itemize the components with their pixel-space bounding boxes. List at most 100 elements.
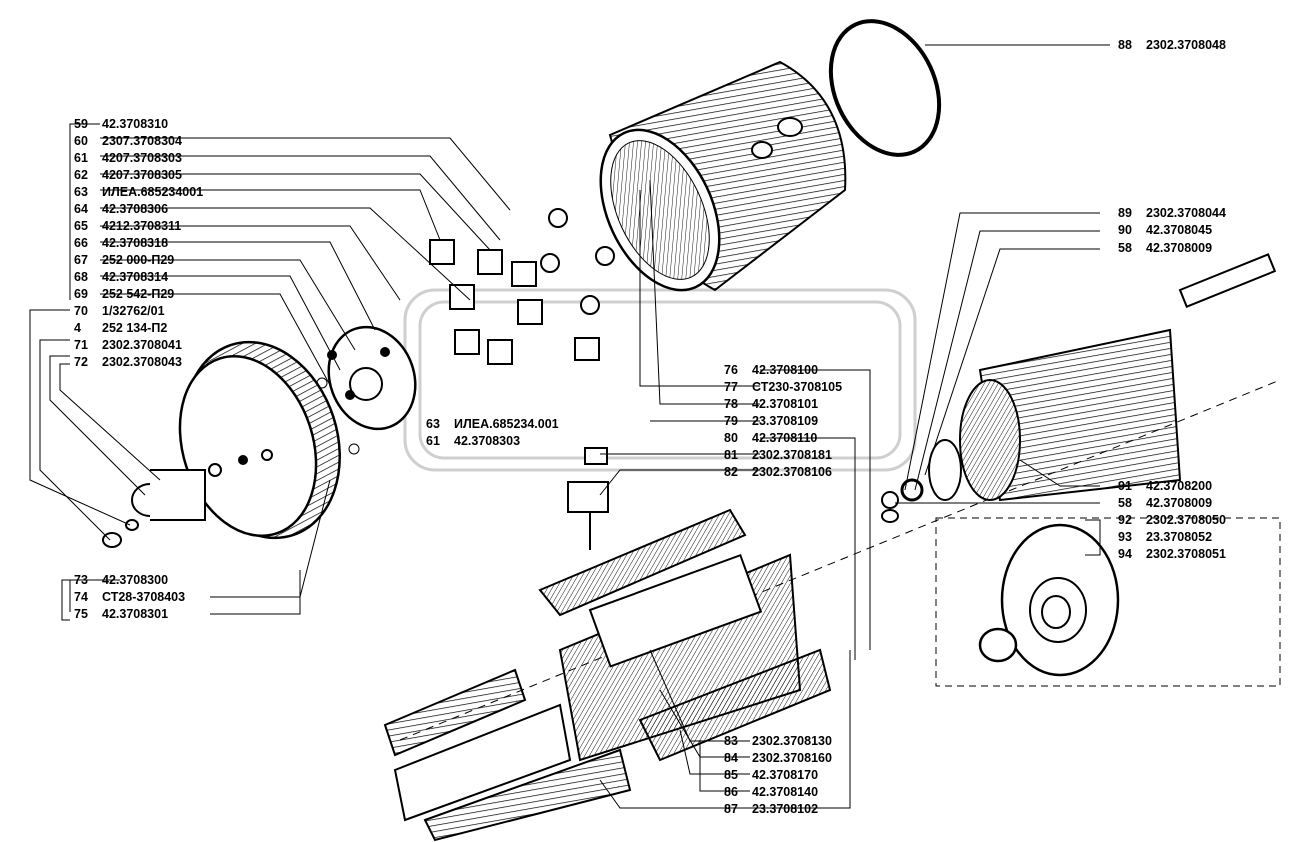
part-code: 2302.3708041 [102, 338, 182, 352]
part-code: 2302.3708050 [1146, 513, 1226, 527]
part-number: 69 [74, 287, 88, 301]
part-number: 61 [74, 151, 88, 165]
part-label: 76 42.3708100 [724, 363, 818, 377]
part-code: 42.3708100 [752, 363, 819, 377]
part-code: ИЛЕА.685234001 [102, 185, 204, 199]
part-label: 82 2302.3708106 [724, 465, 832, 479]
part-label: 58 42.3708009 [1118, 496, 1212, 510]
part-code: 2302.3708043 [102, 355, 182, 369]
part-code: 2302.3708044 [1146, 206, 1226, 220]
part-code: 252 000-П29 [102, 253, 175, 267]
part-number: 58 [1118, 241, 1132, 255]
part-number: 86 [724, 785, 738, 799]
end-cover [178, 340, 341, 540]
part-number: 64 [74, 202, 88, 216]
part-label: 89 2302.3708044 [1118, 206, 1226, 220]
part-label: 63 ИЛЕА.685234001 [74, 185, 203, 199]
part-label: 80 42.3708110 [724, 431, 817, 445]
part-code: 2302.3708181 [752, 448, 832, 462]
brush-springs [540, 208, 615, 315]
part-number: 65 [74, 219, 88, 233]
part-number: 74 [74, 590, 88, 604]
o-ring-88 [828, 19, 942, 157]
part-number: 89 [1118, 206, 1132, 220]
part-code: 252 134-П2 [102, 321, 168, 335]
part-code: 4207.3708305 [102, 168, 182, 182]
part-number: 79 [724, 414, 738, 428]
armature [881, 253, 1277, 523]
part-number: 78 [724, 397, 738, 411]
part-number: 84 [724, 751, 738, 765]
part-label: 61 4207.3708303 [74, 151, 182, 165]
part-label: 92 2302.3708050 [1118, 513, 1226, 527]
part-code: 2302.3708106 [752, 465, 832, 479]
part-number: 82 [724, 465, 738, 479]
part-code: 42.3708200 [1146, 479, 1213, 493]
part-label: 75 42.3708301 [74, 607, 168, 621]
part-number: 75 [74, 607, 88, 621]
part-number: 92 [1118, 513, 1132, 527]
terminal-bolt [567, 447, 609, 550]
part-label: 79 23.3708109 [724, 414, 818, 428]
part-label: 66 42.3708318 [74, 236, 168, 250]
part-number: 66 [74, 236, 88, 250]
bushing-cap [102, 463, 222, 548]
part-code: 4212.3708311 [102, 219, 182, 233]
part-number: 87 [724, 802, 738, 816]
part-number: 83 [724, 734, 738, 748]
part-number: 72 [74, 355, 88, 369]
part-number: 80 [724, 431, 738, 445]
part-code: 2302.3708051 [1146, 547, 1226, 561]
part-label: 91 42.3708200 [1118, 479, 1212, 493]
part-code: 23.3708109 [752, 414, 819, 428]
part-number: 76 [724, 363, 738, 377]
part-code: 42.3708045 [1146, 223, 1213, 237]
part-code: 4207.3708303 [102, 151, 182, 165]
part-number: 61 [426, 434, 440, 448]
stator-housing [599, 60, 847, 292]
part-number: 85 [724, 768, 738, 782]
brush-plate [316, 325, 417, 455]
part-label: 67 252 000-П29 [74, 253, 174, 267]
part-code: 42.3708110 [752, 431, 818, 445]
part-label: 70 1/32762/01 [74, 304, 165, 318]
part-code: 2302.3708160 [752, 751, 832, 765]
part-label: 65 4212.3708311 [74, 219, 181, 233]
part-number: 60 [74, 134, 88, 148]
part-code: 2307.3708304 [102, 134, 182, 148]
part-number: 63 [426, 417, 440, 431]
part-number: 88 [1118, 38, 1132, 52]
part-number: 94 [1118, 547, 1132, 561]
brush-holders [429, 239, 600, 365]
part-number: 93 [1118, 530, 1132, 544]
part-number: 58 [1118, 496, 1132, 510]
part-number: 91 [1118, 479, 1132, 493]
part-code: 42.3708009 [1146, 241, 1213, 255]
part-code: 42.3708009 [1146, 496, 1213, 510]
part-number: 63 [74, 185, 88, 199]
part-code: 42.3708301 [102, 607, 169, 621]
part-code: 42.3708318 [102, 236, 169, 250]
field-coils [383, 508, 832, 842]
part-code: 1/32762/01 [102, 304, 165, 318]
part-number: 67 [74, 253, 88, 267]
part-number: 70 [74, 304, 88, 318]
